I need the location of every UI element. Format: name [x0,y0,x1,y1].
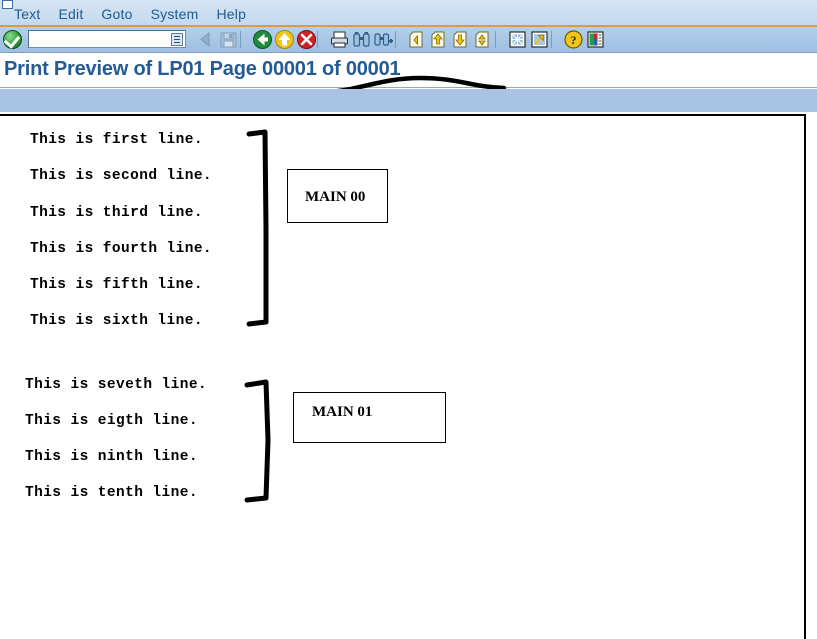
green-check-enter-icon[interactable] [2,29,23,50]
secondary-title-band [0,89,817,113]
menu-bar-underline [0,25,817,27]
cancel-button[interactable] [296,29,317,50]
toolbar: ? [0,27,817,53]
menu-system[interactable]: System [150,6,199,22]
handdrawn-bracket-main-01 [244,379,271,503]
last-page-button[interactable] [473,29,494,50]
find-button[interactable] [351,29,372,50]
doc-line: This is eigth line. [25,413,198,429]
doc-line: This is second line. [30,168,213,184]
menu-edit[interactable]: Edit [58,6,84,22]
back-arrow-button[interactable] [196,29,217,50]
toolbar-separator [317,31,318,48]
menu-bar: Text Edit Goto System Help [0,0,817,27]
doc-line: This is first line. [30,132,203,148]
main-00-label: MAIN 00 [287,169,388,223]
doc-line: This is tenth line. [25,485,198,501]
doc-line: This is ninth line. [25,449,198,465]
doc-line: This is fourth line. [30,241,213,257]
toolbar-separator [240,31,241,48]
doc-line: This is seveth line. [25,377,208,393]
svg-text:?: ? [571,33,577,47]
toolbar-separator [395,31,396,48]
title-bar: Print Preview of LP01 Page 00001 of 0000… [0,53,817,88]
first-page-button[interactable] [407,29,428,50]
menu-help[interactable]: Help [216,6,247,22]
doc-line: This is fifth line. [30,277,203,293]
print-preview-canvas[interactable]: This is first line. This is second line.… [0,114,806,639]
find-next-button[interactable] [373,29,394,50]
help-button[interactable]: ? [563,29,584,50]
toolbar-separator [551,31,552,48]
save-button[interactable] [218,29,239,50]
previous-page-button[interactable] [429,29,450,50]
print-button[interactable] [329,29,350,50]
enter-disc [3,30,22,49]
toolbar-separator [495,31,496,48]
zoom-fit-button[interactable] [507,29,528,50]
back-button[interactable] [252,29,273,50]
next-page-button[interactable] [451,29,472,50]
command-input[interactable] [32,32,172,46]
menu-goto[interactable]: Goto [101,6,133,22]
command-field[interactable] [28,30,186,48]
exit-button[interactable] [274,29,295,50]
handdrawn-bracket-main-00 [246,129,269,327]
customize-button[interactable] [585,29,606,50]
main-00-label-text: MAIN 00 [305,189,366,205]
doc-line: This is sixth line. [30,313,203,329]
window-menu-icon[interactable] [2,0,13,9]
menu-item-list: Text Edit Goto System Help [12,6,248,23]
main-01-label-text: MAIN 01 [312,404,373,420]
menu-text[interactable]: Text [14,6,41,22]
command-history-dropdown-icon[interactable] [171,33,183,46]
page-title: Print Preview of LP01 Page 00001 of 0000… [4,58,401,80]
main-01-label: MAIN 01 [293,392,446,443]
zoom-in-button[interactable] [529,29,550,50]
doc-line: This is third line. [30,205,203,221]
